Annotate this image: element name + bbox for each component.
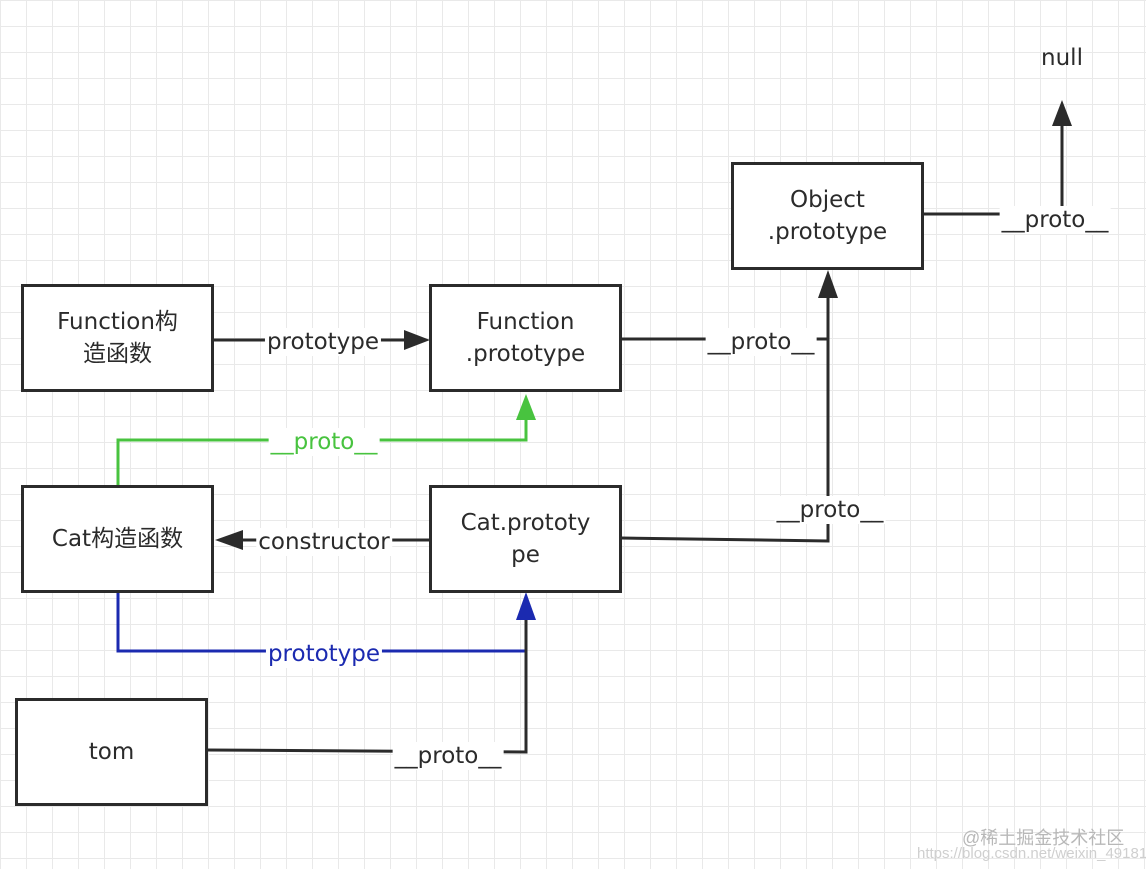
edge-oproto-to-null xyxy=(922,124,1064,216)
label-constructor: constructor xyxy=(256,528,392,556)
label-function-prototype: prototype xyxy=(264,328,382,356)
arrowhead-fproto-green xyxy=(516,394,536,420)
label-tom-proto: __proto__ xyxy=(392,742,504,770)
watermark-url: https://blog.csdn.net/weixin_49181 xyxy=(917,845,1146,862)
edge-catproto-to-oproto xyxy=(620,296,830,543)
edge-tom-proto xyxy=(205,618,528,754)
arrowhead-catproto-blue xyxy=(516,592,536,620)
node-cat-constructor: Cat构造函数 xyxy=(21,485,214,593)
arrowhead-oproto xyxy=(818,270,838,298)
arrowhead-constructor xyxy=(215,530,243,550)
node-cat-prototype: Cat.prototy pe xyxy=(429,485,622,593)
label-fproto-to-oproto: __proto__ xyxy=(705,328,817,356)
watermark-site: @稀土掘金技术社区 xyxy=(962,828,1125,848)
arrowhead-function-prototype xyxy=(404,330,430,350)
arrowhead-null xyxy=(1052,100,1072,126)
edge-cat-prototype xyxy=(116,592,526,653)
label-catproto-to-oproto: __proto__ xyxy=(774,496,886,524)
node-function-constructor: Function构 造函数 xyxy=(21,284,214,392)
label-oproto-to-null: __proto__ xyxy=(999,206,1111,234)
label-cat-prototype: prototype xyxy=(265,640,383,668)
node-function-prototype: Function .prototype xyxy=(429,284,622,392)
node-tom: tom xyxy=(15,698,208,806)
label-null: null xyxy=(1041,45,1083,71)
label-catctor-to-fproto: __proto__ xyxy=(268,428,380,456)
node-object-prototype: Object .prototype xyxy=(731,162,924,270)
